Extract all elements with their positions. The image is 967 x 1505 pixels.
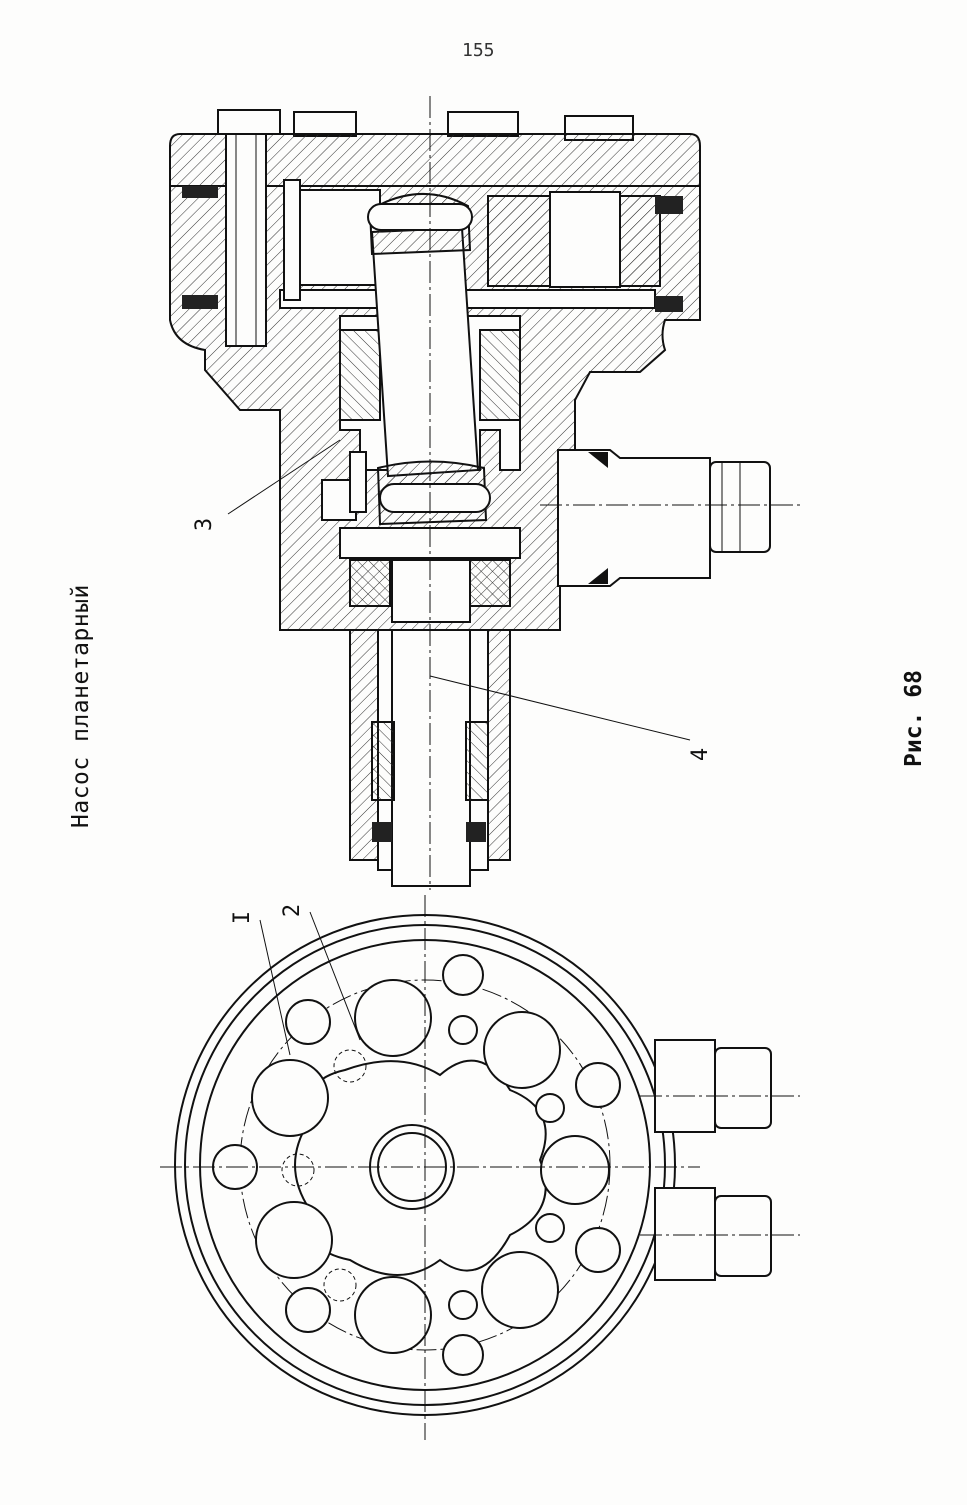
page-number: 155 [462,40,495,61]
callout-1: I [230,910,256,925]
callout-3: 3 [192,517,218,532]
drawing-title: Насос планетарный [68,584,94,828]
section-view [169,96,800,890]
figure-caption: Рис. 68 [901,670,927,767]
plan-view [160,895,800,1440]
callout-4: 4 [688,747,714,762]
callout-2: 2 [280,903,306,918]
